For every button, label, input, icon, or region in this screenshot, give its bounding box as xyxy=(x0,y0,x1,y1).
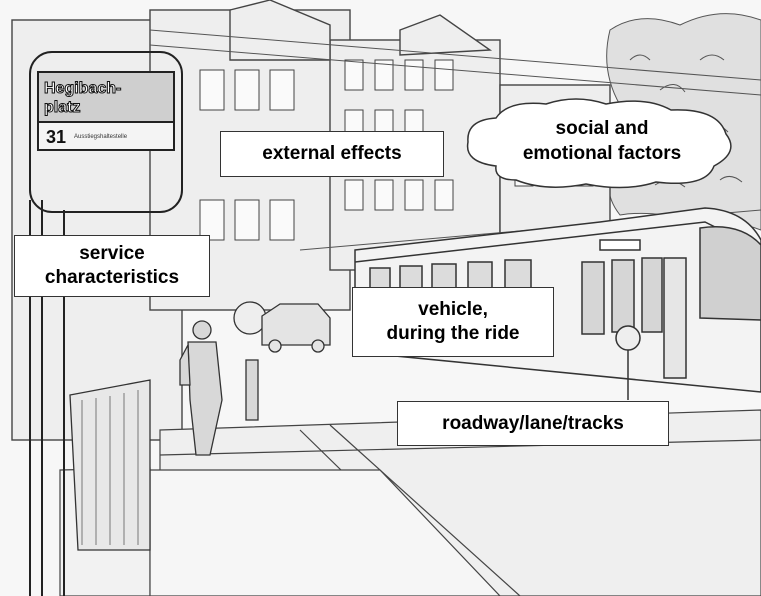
label-social-emotional-factors: social and emotional factors xyxy=(522,118,682,164)
pedestrian xyxy=(179,301,267,456)
tram-stop-pole xyxy=(615,325,641,400)
waste-bin xyxy=(69,379,151,551)
stop-route-number: 31 xyxy=(46,127,67,147)
label-external-effects: external effects xyxy=(220,131,444,177)
thought-cloud xyxy=(466,98,732,189)
stop-name-line2: platz xyxy=(43,99,81,117)
stop-name-line1: Hegibach- xyxy=(43,80,122,98)
label-vehicle-during-ride: vehicle, during the ride xyxy=(352,287,554,357)
car xyxy=(261,303,331,353)
stop-route-text: Ausstiegshaltestelle xyxy=(74,134,128,140)
label-service-characteristics: service characteristics xyxy=(14,235,210,297)
label-roadway-lane-tracks: roadway/lane/tracks xyxy=(397,401,669,446)
windows xyxy=(199,59,594,241)
